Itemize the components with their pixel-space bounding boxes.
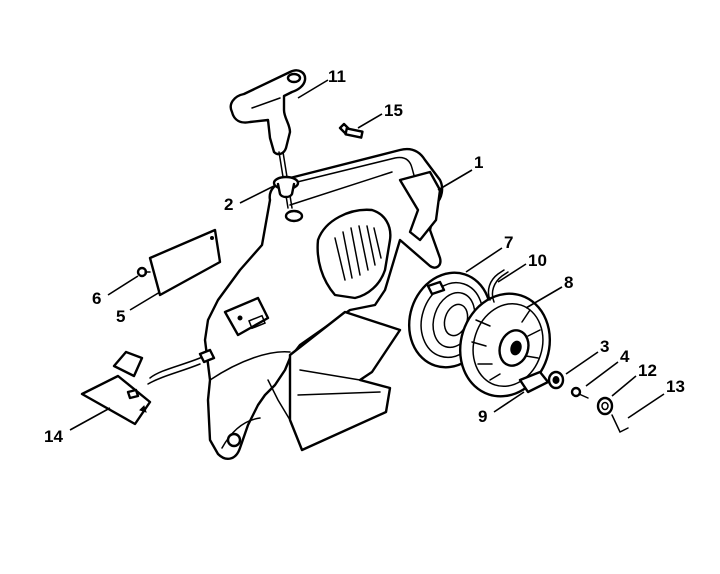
leader-9 [493,391,525,413]
callout-9: 9 [478,407,487,426]
leader-1 [437,169,473,191]
callout-13: 13 [666,377,685,396]
callout-labels: 1 2 3 4 5 6 7 8 9 10 11 12 13 14 15 [44,67,685,446]
callout-14: 14 [44,427,63,446]
callout-11: 11 [328,67,346,86]
leader-8 [525,286,563,309]
leader-10 [497,263,527,283]
leader-3 [565,351,599,375]
callout-1: 1 [474,153,483,172]
callout-15: 15 [384,101,403,120]
callout-4: 4 [620,347,630,366]
callout-10: 10 [528,251,547,270]
starter-grip-part [229,69,307,209]
leader-12 [611,375,637,397]
leader-4 [585,361,619,387]
callout-12: 12 [638,361,657,380]
callout-6: 6 [92,289,101,308]
spring-clip-13-part [611,414,629,434]
leader-7 [465,247,503,273]
washer-12-part [596,396,614,416]
callout-8: 8 [564,273,573,292]
leader-2 [239,185,275,204]
leader-lines [69,79,665,431]
leader-14 [69,407,111,431]
fan-housing-part [203,147,444,460]
callout-5: 5 [116,307,125,326]
rope-guide-bushing-part [272,175,300,199]
washer-3-part [547,370,565,390]
plate-5-part [148,228,222,297]
rope-rotor-part [458,269,552,398]
leader-11 [297,79,329,99]
leader-15 [357,113,383,129]
leader-5 [129,291,161,311]
switch-kit-14-part [80,348,216,426]
callout-3: 3 [600,337,609,356]
screw-15-part [338,122,364,139]
callout-7: 7 [504,233,513,252]
screw-4-part [570,386,589,399]
callout-2: 2 [224,195,233,214]
screw-6-part [136,266,151,278]
leader-13 [627,393,665,419]
leader-6 [107,275,139,296]
